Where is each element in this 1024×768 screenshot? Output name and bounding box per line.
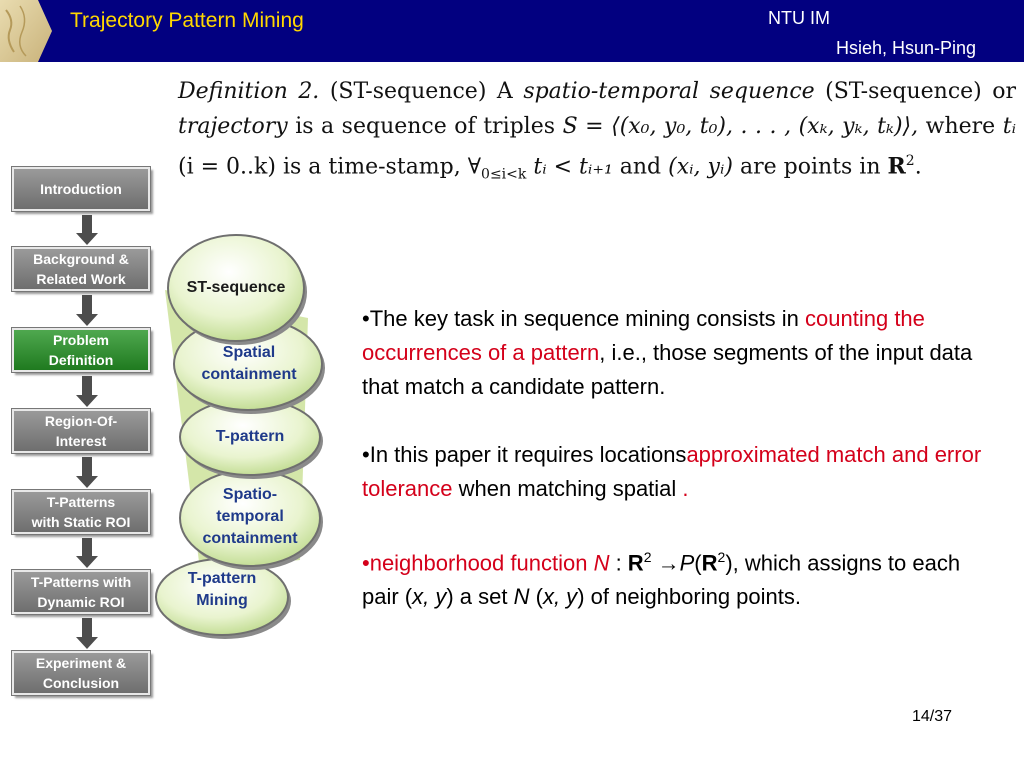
nav-arrow-down-icon: [76, 637, 98, 649]
nav-item-2[interactable]: Background & Related Work: [11, 246, 151, 292]
stack-label-3: T-pattern: [215, 428, 285, 445]
bullet-item-1: •The key task in sequence mining consist…: [362, 302, 1002, 404]
nav-arrow-shaft: [82, 618, 92, 637]
definition-where: where: [925, 114, 996, 139]
nav-arrow-shaft: [82, 376, 92, 395]
bullet-3-open: (: [694, 550, 702, 576]
nav-arrow-down-icon: [76, 314, 98, 326]
nav-item-label: Experiment & Conclusion: [35, 655, 127, 691]
definition-or: or: [992, 79, 1017, 104]
stack-label-1: ST-sequence: [186, 279, 286, 296]
definition-forall-sub: 0≤i<k: [481, 166, 527, 183]
definition-block: Definition 2. (ST-sequence) A spatio-tem…: [178, 74, 1016, 193]
nav-arrow-shaft: [82, 457, 92, 476]
definition-pair: (xᵢ, yᵢ): [668, 154, 733, 180]
definition-term2: trajectory: [178, 114, 288, 139]
bullet-list: •The key task in sequence mining consist…: [362, 302, 1002, 648]
bullet-1-post: , i.e., those segments of the input data…: [362, 340, 973, 399]
bullet-3-arrow: →: [651, 550, 680, 576]
nav-item-label: T-Patterns with Dynamic ROI: [30, 574, 132, 610]
definition-set: S = ⟨(x₀, y₀, t₀), . . . , (xₖ, yₖ, tₖ)⟩…: [562, 114, 919, 139]
bullet-3-xy: x, y: [412, 584, 447, 610]
bullet-3-marker: •: [362, 550, 370, 576]
bullet-3-exp2: 2: [717, 549, 726, 565]
bullet-3-R: R: [627, 550, 644, 576]
nav-arrow-shaft: [82, 215, 92, 233]
nav-item-label: Problem Definition: [48, 332, 114, 368]
bullet-2-highlight: approximated match and error tolerance: [362, 442, 982, 501]
definition-space: R: [887, 153, 906, 180]
definition-are-points: are points in: [739, 154, 881, 180]
page-number: 14/37: [912, 708, 953, 725]
definition-is-timestamp: is a time-stamp,: [282, 154, 461, 180]
stack-oval-1: [167, 234, 305, 342]
definition-label: Definition 2.: [178, 79, 320, 104]
bullet-3-open2: (: [529, 584, 543, 610]
nav-arrow-down-icon: [76, 556, 98, 568]
definition-term1: spatio-temporal sequence: [523, 79, 815, 104]
bullet-3-highlight: neighborhood function: [369, 550, 594, 576]
nav-item-label: Introduction: [40, 181, 122, 197]
definition-inequality: tᵢ < tᵢ₊₁: [533, 154, 613, 180]
nav-item-6[interactable]: T-Patterns with Dynamic ROI: [11, 569, 151, 615]
bullet-2-post: when matching spatial: [452, 476, 683, 501]
bullet-1-pre: •The key task in sequence mining consist…: [362, 306, 806, 331]
author-label: Hsieh, Hsun-Ping: [836, 38, 977, 58]
nav-item-3[interactable]: Problem Definition: [11, 327, 151, 373]
nav-item-5[interactable]: T-Patterns with Static ROI: [11, 489, 151, 535]
bullet-3-mid: ) a set: [446, 584, 514, 610]
bullet-3-xy2: x, y: [542, 584, 578, 610]
bullet-3-end: ) of neighboring points.: [577, 584, 802, 610]
definition-ti: tᵢ: [1002, 114, 1017, 139]
organization-label: NTU IM: [768, 8, 830, 28]
stack-label-5: T-pattern Mining: [187, 570, 257, 609]
nav-arrow-shaft: [82, 295, 92, 314]
bullet-1-highlight: counting the occurrences of a pattern: [362, 306, 925, 365]
definition-term-paren: (ST-sequence): [329, 79, 487, 104]
nav-item-7[interactable]: Experiment & Conclusion: [11, 650, 151, 696]
bullet-3-exp: 2: [643, 549, 652, 565]
slide-title: Trajectory Pattern Mining: [70, 9, 304, 32]
definition-forall: ∀: [467, 154, 482, 180]
nav-item-4[interactable]: Region-Of- Interest: [11, 408, 151, 454]
nav-item-label: T-Patterns with Static ROI: [31, 494, 131, 530]
nav-arrow-down-icon: [76, 476, 98, 488]
bullet-3-R2: R: [701, 550, 718, 576]
nav-item-1[interactable]: Introduction: [11, 166, 151, 212]
logo-decoration: [0, 0, 52, 62]
nav-item-label: Region-Of- Interest: [44, 413, 118, 449]
bullet-3-N2: N: [513, 584, 530, 610]
definition-and: and: [619, 154, 662, 180]
bullet-3-N: N: [593, 550, 610, 576]
bullet-item-2: •In this paper it requires locationsappr…: [362, 438, 1002, 506]
stack-label-4: Spatio- temporal containment: [202, 486, 298, 547]
definition-range: (i = 0..k): [178, 154, 276, 180]
nav-item-label: Background & Related Work: [33, 251, 129, 287]
nav-arrow-shaft: [82, 538, 92, 556]
definition-end: .: [914, 154, 922, 180]
bullet-item-3: •neighborhood function N : R2 →P(R2), wh…: [362, 540, 1002, 614]
bullet-3-P: P: [679, 550, 695, 576]
bullet-2-pre: •In this paper it requires locations: [362, 442, 687, 467]
bullet-3-colon: :: [609, 550, 628, 576]
definition-paren-term: (ST-sequence): [825, 79, 982, 104]
definition-space-exp: 2: [905, 153, 915, 169]
bullet-2-dot: .: [682, 476, 689, 501]
bullet-3-close: ), which assigns to each pair (: [362, 550, 961, 610]
stack-label-2: Spatial containment: [201, 344, 297, 383]
definition-mid: is a sequence of triples: [295, 114, 556, 139]
nav-arrow-down-icon: [76, 395, 98, 407]
definition-a: A: [496, 79, 513, 104]
header-bar: Trajectory Pattern Mining NTU IM Hsieh, …: [0, 0, 1024, 62]
nav-arrow-down-icon: [76, 233, 98, 245]
